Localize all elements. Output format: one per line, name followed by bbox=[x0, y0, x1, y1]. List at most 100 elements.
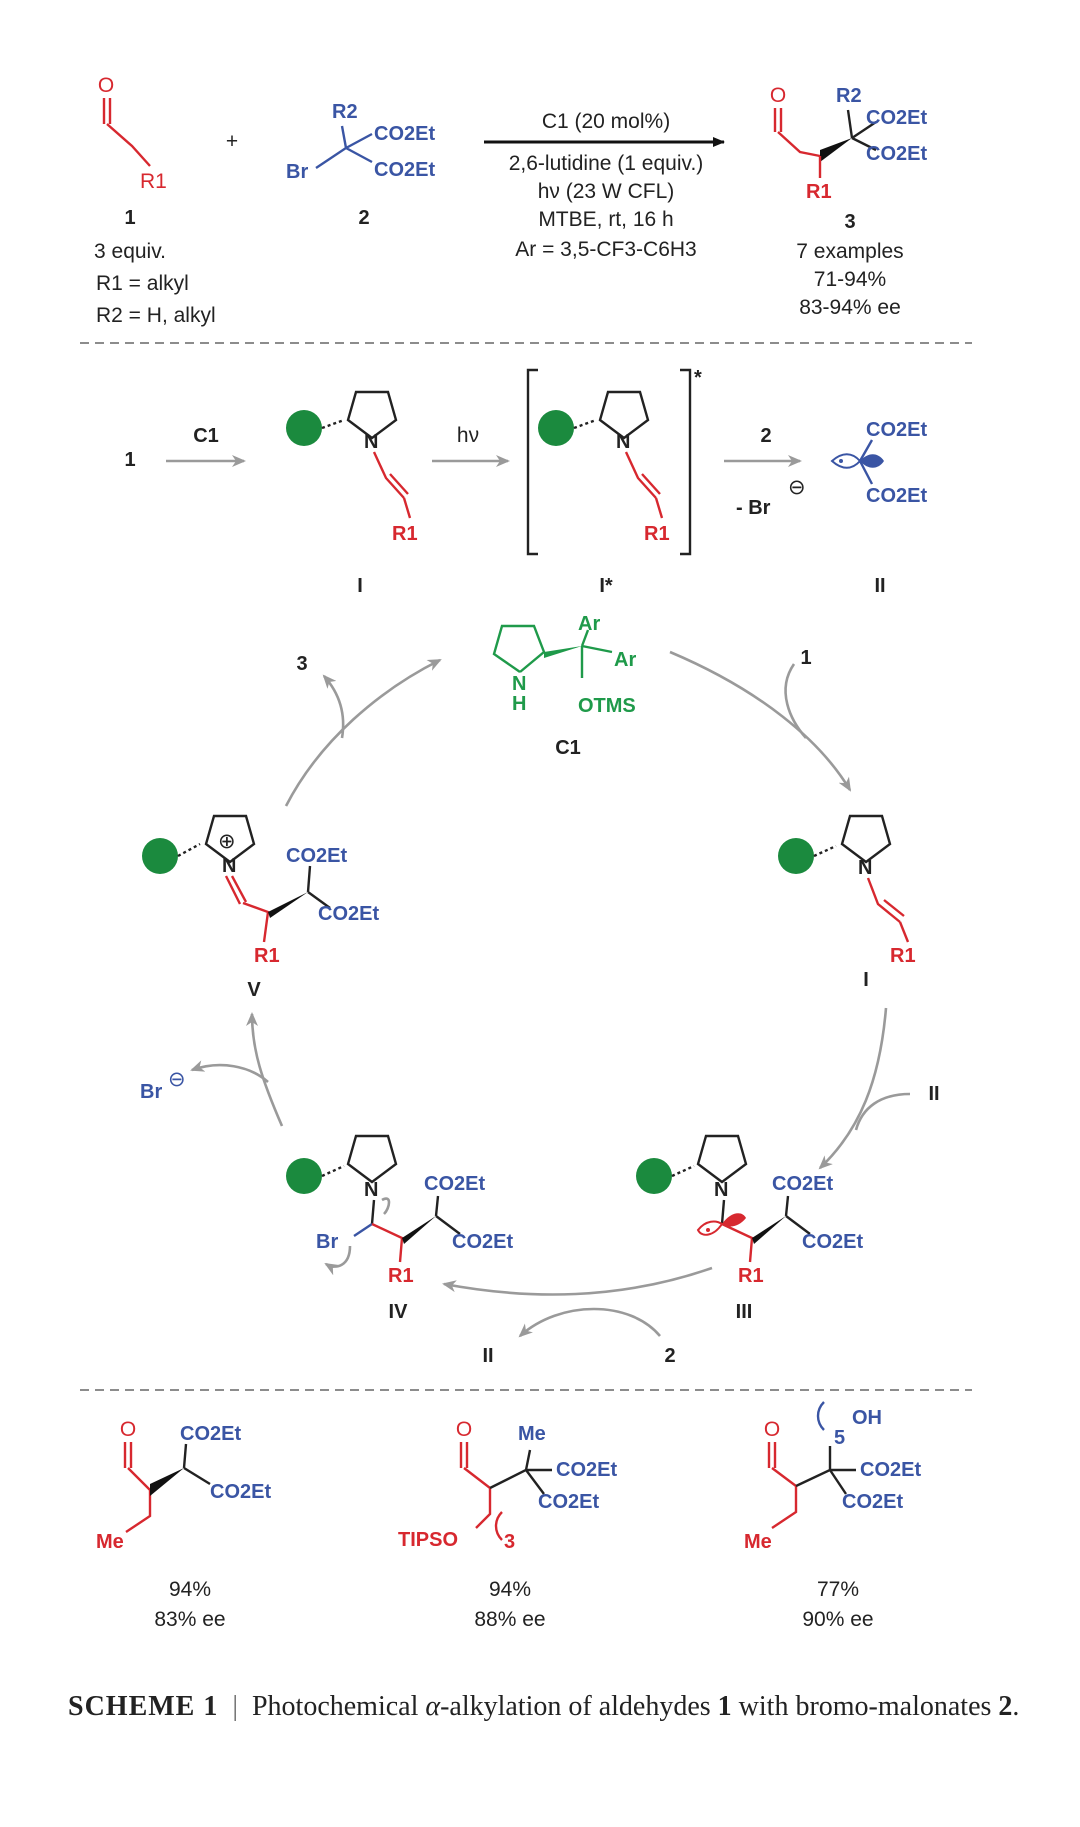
bromine-label: Br bbox=[316, 1231, 338, 1253]
examples-count: 7 examples bbox=[796, 240, 903, 263]
intermediate-label-I: I bbox=[357, 575, 363, 597]
intermediate-label-V: V bbox=[247, 979, 261, 1001]
ester-label-bottom: CO2Et bbox=[318, 903, 379, 925]
caption-separator: | bbox=[232, 1691, 238, 1722]
cycle-output-br: Br bbox=[140, 1081, 162, 1103]
aldehyde-1: O R1 1 3 equiv. R1 = alkyl R2 = H, alkyl bbox=[94, 74, 216, 327]
substituent-label: Me bbox=[96, 1531, 124, 1553]
arrow-label-2: 2 bbox=[760, 425, 771, 447]
bromo-amine-IV: N Br CO2Et CO2Et R1 IV bbox=[286, 1134, 513, 1323]
plus-sign: + bbox=[226, 130, 238, 153]
cycle-arrow-c1-to-I bbox=[669, 650, 852, 792]
enamine-I: N R1 I bbox=[286, 390, 418, 597]
r1-label: R1 bbox=[254, 945, 280, 967]
nitrogen-label: N bbox=[222, 855, 236, 877]
yield-range: 71-94% bbox=[814, 268, 886, 291]
example-ee: 90% ee bbox=[802, 1608, 873, 1631]
mechanism-row: 1 C1 N R1 I hν * N R1 I* bbox=[124, 367, 927, 597]
otms-label: OTMS bbox=[578, 695, 636, 717]
methyl-label: Me bbox=[518, 1423, 546, 1445]
nitrogen-label: N bbox=[616, 431, 630, 453]
r2-definition: R2 = H, alkyl bbox=[96, 304, 216, 327]
bromine-label: Br bbox=[286, 161, 308, 183]
bromomalonate-2: R2 Br CO2Et CO2Et 2 bbox=[286, 101, 435, 229]
arrow-label-c1: C1 bbox=[193, 425, 219, 447]
ester-label-bottom: CO2Et bbox=[866, 143, 927, 165]
intermediate-label-II: II bbox=[874, 575, 885, 597]
ester-label-top: CO2Et bbox=[374, 123, 435, 145]
iminium-plus: ⊕ bbox=[218, 830, 236, 853]
enamine-I-cycle: N R1 I bbox=[778, 814, 916, 991]
bromide-minus-sign: ⊖ bbox=[168, 1068, 186, 1091]
ester-label-bottom: CO2Et bbox=[452, 1231, 513, 1253]
caption-alpha: α bbox=[425, 1691, 441, 1722]
cycle-arrow-in-II bbox=[854, 1092, 911, 1131]
cycle-arrow-III-to-IV bbox=[442, 1266, 713, 1296]
intermediate-label-IV: IV bbox=[389, 1301, 409, 1323]
nh-hydrogen-label: H bbox=[512, 693, 526, 715]
chain-length: 5 bbox=[834, 1427, 845, 1449]
reaction-conditions: C1 (20 mol%) 2,6-lutidine (1 equiv.) hν … bbox=[484, 110, 725, 261]
chain-length: 3 bbox=[504, 1531, 515, 1553]
r1-label: R1 bbox=[738, 1265, 764, 1287]
cycle-arrow-I-to-III bbox=[818, 1007, 888, 1170]
cycle-arrow-IV-to-V bbox=[246, 1012, 284, 1127]
arrow-label-minus-br: - Br bbox=[736, 497, 771, 519]
catalyst-C1: N H Ar Ar OTMS C1 bbox=[492, 613, 636, 759]
figure-caption: SCHEME 1|Photochemical α-alkylation of a… bbox=[68, 1686, 1028, 1728]
caption-compound-2: 2 bbox=[998, 1691, 1013, 1722]
compound-number-1: 1 bbox=[124, 207, 135, 229]
condition-ar-definition: Ar = 3,5-CF3-C6H3 bbox=[515, 238, 696, 261]
excited-star: * bbox=[694, 367, 702, 389]
compound-number-3: 3 bbox=[844, 211, 855, 233]
example-yield: 94% bbox=[169, 1578, 211, 1601]
oxygen-label: O bbox=[98, 74, 114, 97]
intermediate-label-I: I bbox=[863, 969, 869, 991]
bromide-minus-sign: ⊖ bbox=[788, 476, 806, 499]
equiv-label: 3 equiv. bbox=[94, 240, 166, 263]
caption-text-a: Photochemical bbox=[251, 1691, 426, 1722]
cycle-output-3: 3 bbox=[296, 653, 307, 675]
ester-label-top: CO2Et bbox=[772, 1173, 833, 1195]
caption-compound-1: 1 bbox=[717, 1691, 732, 1722]
iminium-V: ⊕ N CO2Et CO2Et R1 V bbox=[142, 814, 379, 1001]
example-product-2: O Me CO2Et CO2Et TIPSO 3 94% 88% ee bbox=[398, 1418, 617, 1631]
cycle-arrow-V-to-c1 bbox=[284, 658, 442, 807]
arrow-label-hv: hν bbox=[457, 424, 479, 447]
ester-label-top: CO2Et bbox=[424, 1173, 485, 1195]
aryl-label-right: Ar bbox=[614, 649, 636, 671]
cycle-output-II: II bbox=[482, 1345, 493, 1367]
oxygen-label: O bbox=[120, 1418, 136, 1441]
condition-catalyst: C1 (20 mol%) bbox=[542, 110, 670, 133]
example-product-1: O CO2Et CO2Et Me 94% 83% ee bbox=[96, 1418, 271, 1631]
example-yield: 77% bbox=[817, 1578, 859, 1601]
hydroxyl-label: OH bbox=[852, 1407, 882, 1429]
reaction-scheme: O R1 1 3 equiv. R1 = alkyl R2 = H, alkyl… bbox=[80, 74, 972, 1631]
caption-label: SCHEME 1 bbox=[68, 1691, 219, 1722]
compound-number-2: 2 bbox=[358, 207, 369, 229]
condition-base: 2,6-lutidine (1 equiv.) bbox=[509, 152, 704, 175]
nitrogen-label: N bbox=[364, 431, 378, 453]
intermediate-label-III: III bbox=[736, 1301, 753, 1323]
r1-label: R1 bbox=[806, 181, 832, 203]
cycle-arrow-br-out bbox=[190, 1060, 269, 1083]
condition-solvent: MTBE, rt, 16 h bbox=[538, 208, 673, 231]
start-compound-1: 1 bbox=[124, 449, 135, 471]
cycle-input-2: 2 bbox=[664, 1345, 675, 1367]
r2-label: R2 bbox=[332, 101, 358, 123]
oxygen-label: O bbox=[764, 1418, 780, 1441]
substituent-label: Me bbox=[744, 1531, 772, 1553]
nh-nitrogen-label: N bbox=[512, 673, 526, 695]
aminyl-radical-III: N CO2Et CO2Et R1 III bbox=[636, 1134, 863, 1323]
ester-label-top: CO2Et bbox=[556, 1459, 617, 1481]
cycle-input-1: 1 bbox=[800, 647, 811, 669]
cycle-arrow-in-1 bbox=[784, 663, 807, 739]
caption-text-d: . bbox=[1012, 1691, 1020, 1722]
r1-label: R1 bbox=[644, 523, 670, 545]
example-yield: 94% bbox=[489, 1578, 531, 1601]
r1-definition: R1 = alkyl bbox=[96, 272, 189, 295]
ester-label-bottom: CO2Et bbox=[374, 159, 435, 181]
cycle-arrow-bottom-side bbox=[518, 1307, 661, 1338]
r1-label: R1 bbox=[392, 523, 418, 545]
oxygen-label: O bbox=[456, 1418, 472, 1441]
